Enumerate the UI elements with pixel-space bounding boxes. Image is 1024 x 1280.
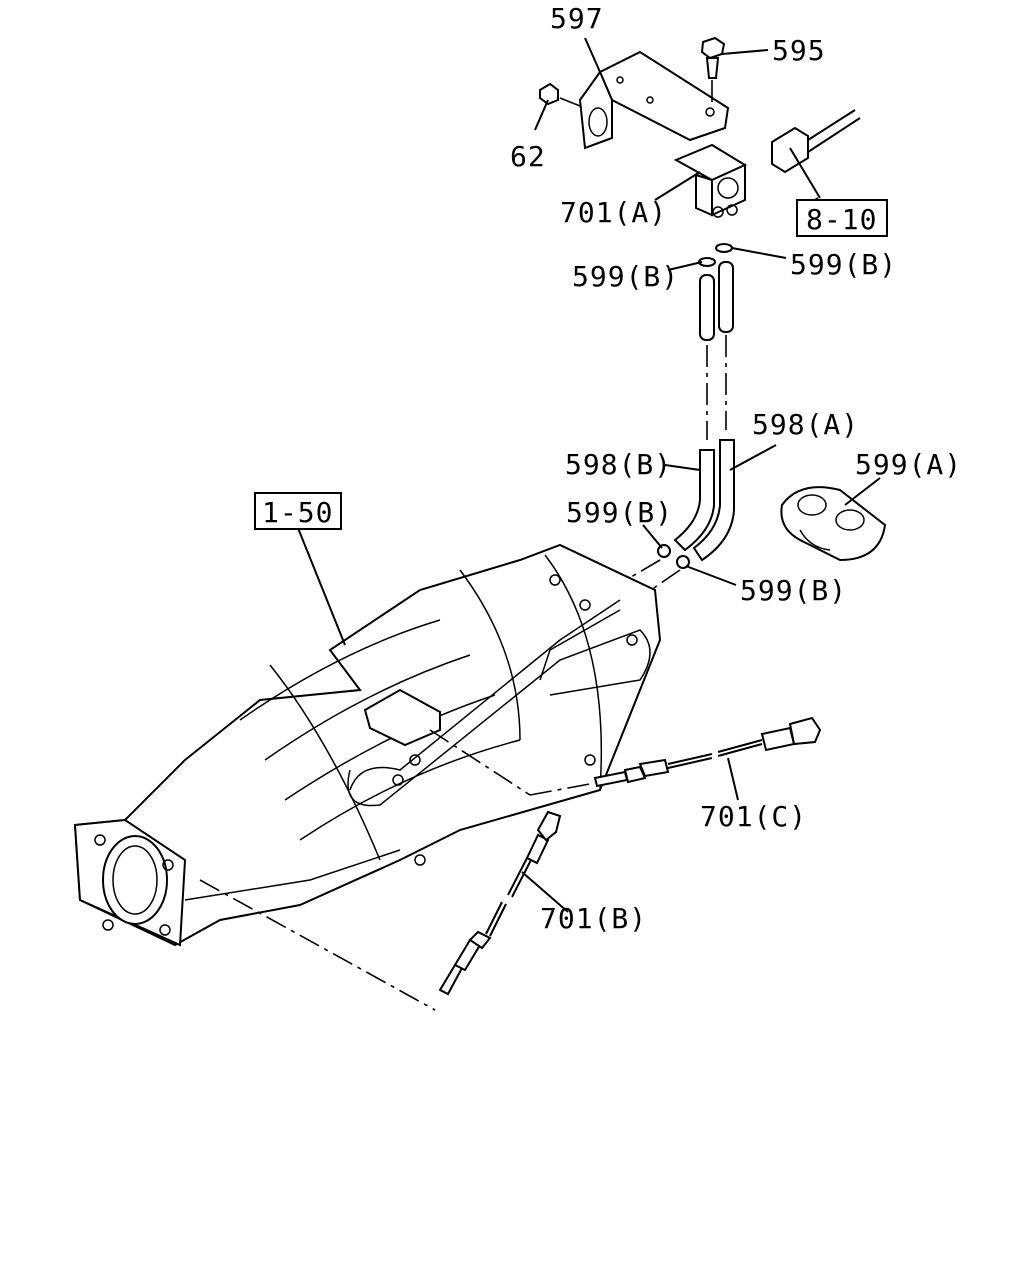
upper-hoses [698, 243, 734, 440]
callout-701a: 701(A) [560, 196, 667, 229]
callout-599a: 599(A) [855, 448, 962, 481]
sensor-701c [429, 716, 822, 796]
callout-595: 595 [772, 34, 826, 67]
callout-8-10: 8-10 [806, 203, 877, 236]
bolt-595 [700, 36, 726, 108]
callout-599b-low: 599(B) [740, 574, 847, 607]
callout-598a: 598(A) [752, 408, 859, 441]
callout-599b-right-top: 599(B) [790, 248, 897, 281]
connector-cable [771, 109, 861, 174]
callout-598b: 598(B) [565, 448, 672, 481]
callout-62: 62 [510, 140, 546, 173]
callout-701b: 701(B) [540, 902, 647, 935]
nut-62 [539, 82, 586, 109]
callout-599b-mid: 599(B) [566, 496, 673, 529]
sensor-701b [199, 810, 562, 1011]
callout-599b-left-top: 599(B) [572, 260, 679, 293]
ref-box-1-50 [254, 492, 342, 530]
ref-box-8-10 [796, 199, 888, 237]
callout-701c: 701(C) [700, 800, 807, 833]
sensor-body-701a [673, 143, 748, 218]
clamp-599a [780, 486, 887, 562]
callout-597: 597 [550, 2, 604, 35]
leader-lines [297, 37, 881, 913]
catalytic-converter [73, 543, 662, 947]
bracket-597 [578, 50, 730, 150]
callout-1-50: 1-50 [262, 496, 333, 529]
